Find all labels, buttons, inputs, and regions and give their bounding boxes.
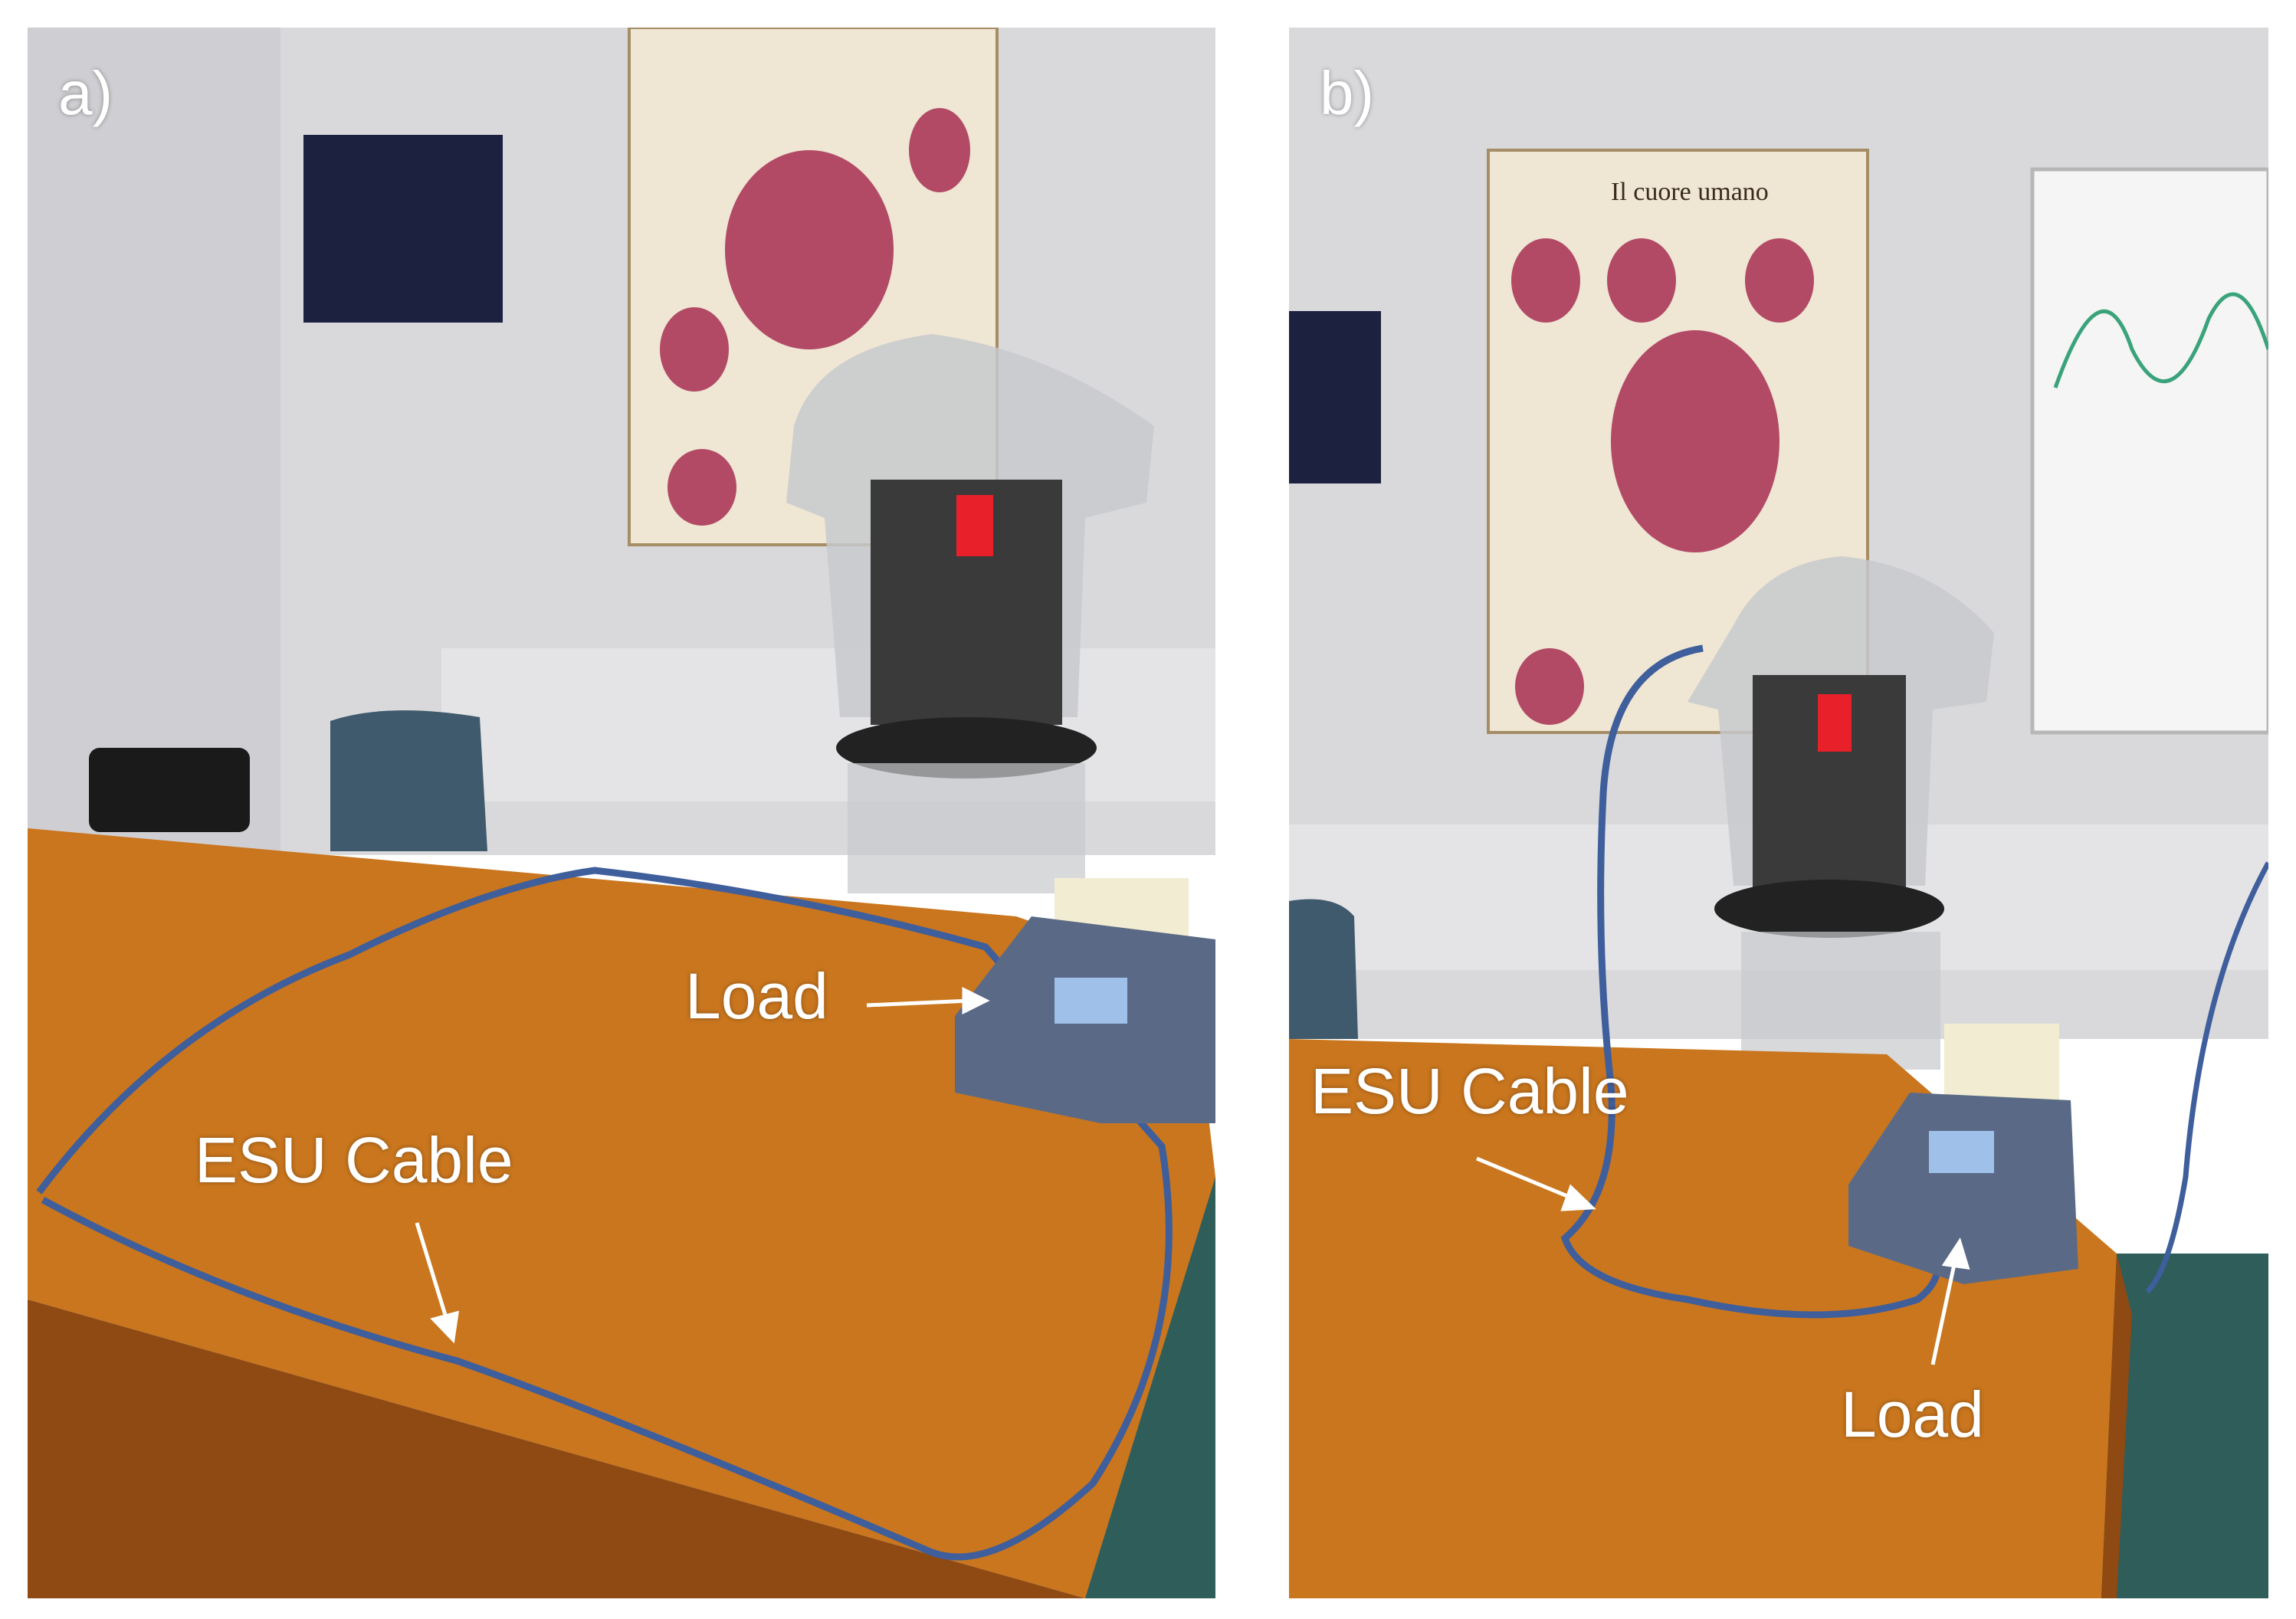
panel-letter-a: a) xyxy=(58,59,113,127)
torso-stand xyxy=(1741,932,1940,1070)
whiteboard xyxy=(2030,167,2268,735)
poster-heart-small xyxy=(1515,648,1584,725)
poster-heart-large xyxy=(1611,330,1779,552)
poster-heart-small xyxy=(1745,238,1814,323)
red-patch xyxy=(1818,694,1852,752)
device-screen xyxy=(1929,1131,1994,1173)
esu-cable xyxy=(1560,644,1942,1319)
arrow-load xyxy=(1930,1237,1970,1365)
paper-roll xyxy=(1944,1024,2059,1108)
esu-cable xyxy=(36,867,1173,1561)
arrow-esu-cable xyxy=(1476,1156,1596,1211)
poster-heart-small xyxy=(909,108,970,192)
poster-heart-small xyxy=(1511,238,1580,323)
poster-heart-large xyxy=(725,150,894,349)
torso-stand xyxy=(848,763,1085,893)
whiteboard-drawing xyxy=(2053,292,2268,388)
table-top xyxy=(28,828,1215,1598)
panel-letter-b: b) xyxy=(1320,59,1375,127)
table-edge xyxy=(2101,1254,2132,1598)
poster-heart-small xyxy=(667,449,736,526)
desk-phone xyxy=(89,748,250,832)
arrow-load xyxy=(866,986,990,1015)
photo-panel-a: a) Load ESU Cable xyxy=(28,28,1215,1598)
load-device xyxy=(1848,1093,2078,1284)
poster-heart-small xyxy=(660,307,729,392)
floor xyxy=(1085,1177,1215,1598)
door-frame xyxy=(28,28,280,855)
esu-cable-return xyxy=(2145,861,2268,1294)
poster-heart-small xyxy=(1607,238,1676,323)
load-label: Load xyxy=(1841,1378,1984,1450)
chair xyxy=(1289,899,1358,1039)
red-patch xyxy=(956,495,993,556)
table-edge xyxy=(28,1299,1085,1598)
arrow-esu-cable xyxy=(415,1222,460,1344)
poster-title: Il cuore umano xyxy=(1611,178,1769,206)
chair xyxy=(330,710,487,851)
torso-base-ring xyxy=(1714,880,1944,938)
photo-a-scene xyxy=(28,28,1215,1598)
device-screen xyxy=(1055,978,1127,1024)
esu-cable-label: ESU Cable xyxy=(1310,1055,1629,1127)
wall-picture xyxy=(303,135,503,323)
load-label: Load xyxy=(685,960,828,1032)
photo-b-scene xyxy=(1289,28,2268,1598)
wall-picture xyxy=(1289,311,1381,483)
esu-cable-label: ESU Cable xyxy=(195,1124,513,1196)
wall-panel xyxy=(441,648,1215,801)
photo-panel-b: b) ESU Cable Load Il cuore umano xyxy=(1289,28,2268,1598)
